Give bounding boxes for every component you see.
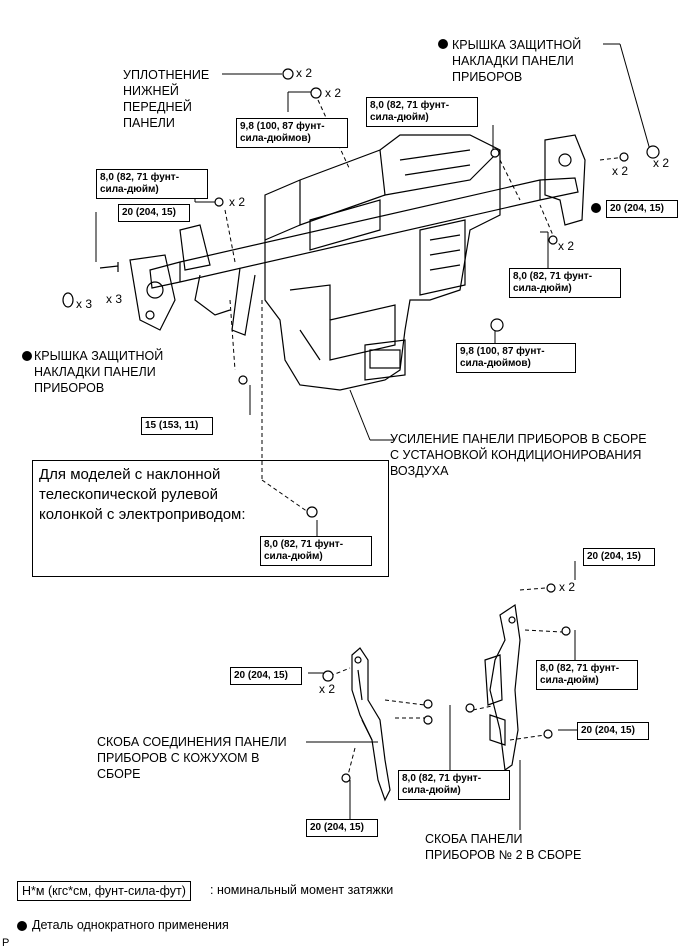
note-box <box>32 460 389 577</box>
bracket-1-label: СКОБА СОЕДИНЕНИЯ ПАНЕЛИ ПРИБОРОВ С КОЖУХ… <box>97 735 287 781</box>
torque-box: 20 (204, 15) <box>230 667 302 685</box>
torque-box: 20 (204, 15) <box>118 204 190 222</box>
torque-box: 15 (153, 11) <box>141 417 213 435</box>
torque-box: 20 (204, 15) <box>306 819 378 837</box>
torque-box: 8,0 (82, 71 фунт- сила-дюйм) <box>536 660 638 690</box>
torque-box: 20 (204, 15) <box>606 200 678 218</box>
multiplier: x 3 <box>106 292 123 306</box>
seal-multiplier: x 2 <box>296 66 313 80</box>
multiplier: x 2 <box>319 682 336 696</box>
legend-single-use: Деталь однократного применения <box>32 918 229 932</box>
bracket-2-label: СКОБА ПАНЕЛИ ПРИБОРОВ № 2 В СБОРЕ <box>425 832 582 862</box>
multiplier: x 3 <box>76 297 93 311</box>
multiplier: x 2 <box>612 164 629 178</box>
torque-box: 9,8 (100, 87 фунт- сила-дюймов) <box>456 343 576 373</box>
torque-box: 9,8 (100, 87 фунт- сила-дюймов) <box>236 118 348 148</box>
multiplier: x 2 <box>559 580 576 594</box>
reinforcement-label: УСИЛЕНИЕ ПАНЕЛИ ПРИБОРОВ В СБОРЕ С УСТАН… <box>390 432 647 478</box>
torque-box: 8,0 (82, 71 фунт- сила-дюйм) <box>96 169 208 199</box>
torque-box: 8,0 (82, 71 фунт- сила-дюйм) <box>260 536 372 566</box>
seal-label: УПЛОТНЕНИЕ НИЖНЕЙ ПЕРЕДНЕЙ ПАНЕЛИ <box>123 68 210 130</box>
legend-unit-desc: : номинальный момент затяжки <box>210 883 394 897</box>
multiplier: x 2 <box>653 156 670 170</box>
legend-unit-box: Н*м (кгс*см, фунт-сила-фут) <box>17 881 191 901</box>
cover-right-label: КРЫШКА ЗАЩИТНОЙ НАКЛАДКИ ПАНЕЛИ ПРИБОРОВ <box>452 38 582 84</box>
torque-box: 8,0 (82, 71 фунт- сила-дюйм) <box>366 97 478 127</box>
note-text: Для моделей с наклонной телескопической … <box>39 466 246 523</box>
cover-left-label: КРЫШКА ЗАЩИТНОЙ НАКЛАДКИ ПАНЕЛИ ПРИБОРОВ <box>34 349 164 395</box>
multiplier: x 2 <box>558 239 575 253</box>
torque-box: 20 (204, 15) <box>577 722 649 740</box>
corner-mark: P <box>2 937 10 949</box>
torque-box: 8,0 (82, 71 фунт- сила-дюйм) <box>398 770 510 800</box>
torque-box: 20 (204, 15) <box>583 548 655 566</box>
multiplier: x 2 <box>229 195 246 209</box>
torque-box: 8,0 (82, 71 фунт- сила-дюйм) <box>509 268 621 298</box>
multiplier: x 2 <box>325 86 342 100</box>
